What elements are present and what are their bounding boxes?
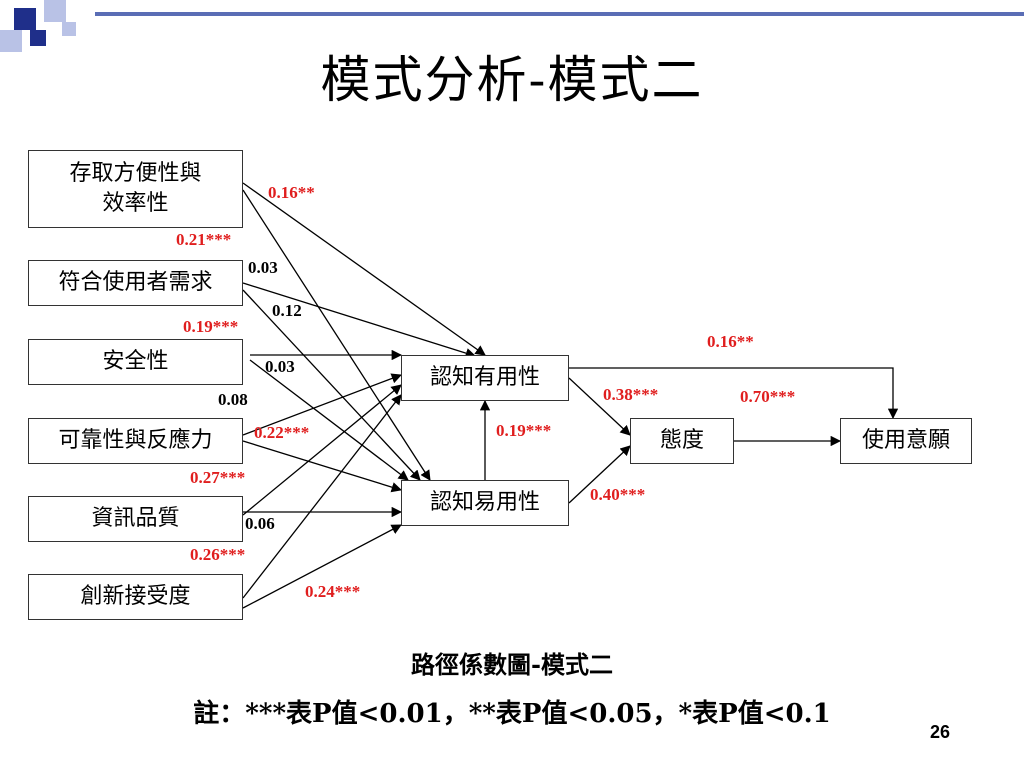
node-attitude: 態度 <box>630 418 734 464</box>
node-intention: 使用意願 <box>840 418 972 464</box>
decor-square-dark <box>30 30 46 46</box>
node-reliability: 可靠性與反應力 <box>28 418 243 464</box>
arrow-access-to-usefulness <box>242 182 486 356</box>
coef-usefulness-to-intention: 0.16** <box>707 332 754 351</box>
coef-access-to-ease: 0.21*** <box>176 230 232 249</box>
node-info-quality: 資訊品質 <box>28 496 243 542</box>
coef-needs-to-ease: 0.12 <box>272 301 302 320</box>
coef-ease-to-attitude: 0.40*** <box>590 485 646 504</box>
coef-usefulness-to-attitude: 0.38*** <box>603 385 659 404</box>
node-security: 安全性 <box>28 339 243 385</box>
decor-square-dark <box>14 8 36 30</box>
coef-security-to-usefulness: 0.19*** <box>183 317 239 336</box>
coef-reliability-to-ease: 0.22*** <box>254 423 310 442</box>
decor-square-light <box>0 30 22 52</box>
arrow-access-to-ease <box>242 189 431 481</box>
page-number: 26 <box>930 722 951 742</box>
corner-decoration <box>0 0 96 60</box>
slide-title: 模式分析-模式二 <box>320 51 704 109</box>
arrow-reliability-to-ease <box>242 440 402 493</box>
arrow-innovation-to-usefulness <box>242 394 402 599</box>
arrow-info-to-usefulness <box>242 384 402 516</box>
title-rule <box>95 12 1024 16</box>
coef-innovation-to-ease: 0.24*** <box>305 582 361 601</box>
figure-caption: 路徑係數圖-模式二 <box>411 650 613 679</box>
arrow-usefulness-to-attitude <box>568 377 631 436</box>
coef-security-to-ease: 0.03 <box>265 357 295 376</box>
coef-access-to-usefulness: 0.16** <box>268 183 315 202</box>
coef-reliability-to-usefulness: 0.08 <box>218 390 248 409</box>
coef-needs-to-usefulness: 0.03 <box>248 258 278 277</box>
decor-square-light <box>62 22 76 36</box>
arrow-needs-to-ease <box>242 289 421 481</box>
arrow-security-to-ease <box>249 359 409 481</box>
node-user-needs: 符合使用者需求 <box>28 260 243 306</box>
node-access-efficiency: 存取方便性與 效率性 <box>28 150 243 228</box>
node-ease-of-use: 認知易用性 <box>401 480 569 526</box>
arrow-needs-to-usefulness <box>242 282 476 359</box>
coef-attitude-to-intention: 0.70*** <box>740 387 796 406</box>
arrow-innovation-to-ease <box>242 524 402 609</box>
arrow-usefulness-to-intention <box>569 367 899 420</box>
coef-info-to-ease: 0.06 <box>245 514 275 533</box>
node-innovation: 創新接受度 <box>28 574 243 620</box>
node-usefulness: 認知有用性 <box>401 355 569 401</box>
significance-note: 註：***表P值<0.01，**表P值<0.05，*表P值<0.1 <box>193 699 831 729</box>
coef-innovation-to-usefulness: 0.26*** <box>190 545 246 564</box>
decor-square-light <box>44 0 66 22</box>
coef-ease-to-usefulness: 0.19*** <box>496 421 552 440</box>
arrow-ease-to-attitude <box>568 445 631 504</box>
coef-info-to-usefulness: 0.27*** <box>190 468 246 487</box>
arrow-reliability-to-usefulness <box>242 373 402 436</box>
